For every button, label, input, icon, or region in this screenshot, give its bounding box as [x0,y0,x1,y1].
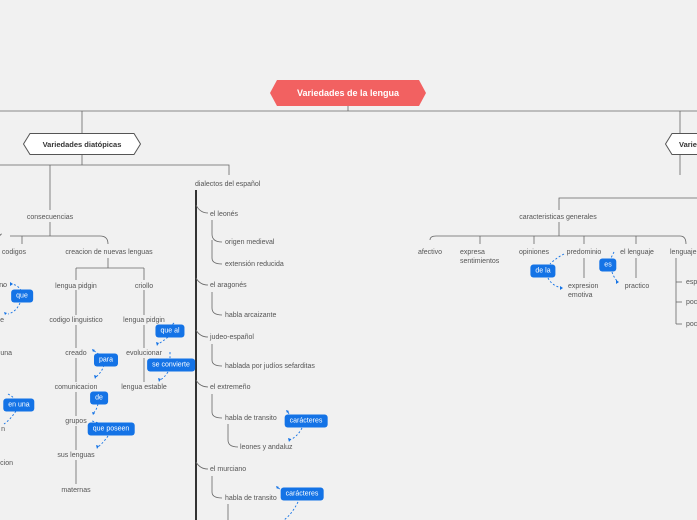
node-extension-reducida[interactable]: extensión reducida [225,261,284,268]
node-habla-transito-1[interactable]: habla de transito [225,415,277,422]
node-el-lenguaje[interactable]: el lenguaje [620,249,654,256]
node-habla-arcaizante[interactable]: habla arcaizante [225,312,277,319]
link-tag-se-convierte[interactable]: se convierte [147,358,195,372]
branch-node-right-label: Varie [665,133,697,155]
node-sus-lenguas[interactable]: sus lenguas [57,452,95,459]
node-lengua-pidgin[interactable]: lengua pidgin [55,283,97,290]
node-codigos-5[interactable]: cion [0,460,13,467]
root-node[interactable]: Variedades de la lengua [270,80,426,106]
node-hablada-sefarditas[interactable]: hablada por judíos sefarditas [225,363,315,370]
node-lengua-estable[interactable]: lengua estable [121,384,167,391]
node-habla-transito-2[interactable]: habla de transito [225,495,277,502]
node-dialectos[interactable]: dialectos del español [195,181,261,188]
link-tag-que-poseen[interactable]: que poseen [87,422,135,436]
node-evolucionar[interactable]: evolucionar [126,350,162,357]
root-node-shape [270,80,426,106]
link-tag-que[interactable]: que [11,289,33,303]
node-creacion-nuevas-lenguas[interactable]: creacion de nuevas lenguas [65,249,153,256]
node-codigos-3[interactable]: una [0,350,12,357]
node-grupos[interactable]: grupos [65,418,87,425]
node-afectivo[interactable]: afectivo [417,249,443,256]
link-tag-en-una[interactable]: en una [3,398,35,412]
node-aragones[interactable]: el aragonés [210,282,247,289]
node-consecuencias[interactable]: consecuencias [26,214,74,221]
node-predominio[interactable]: predominio [566,249,602,256]
link-tag-es[interactable]: es [599,258,617,272]
node-codigos-4[interactable]: n [1,426,5,433]
node-codigos-2[interactable]: e [0,317,4,324]
node-right-partial-2[interactable]: poc [686,299,697,306]
node-lenguaje[interactable]: lenguaje [670,249,697,256]
link-tag-que-al[interactable]: que al [155,324,185,338]
node-codigos-1[interactable]: no [0,282,7,289]
node-right-partial-1[interactable]: esp [686,279,697,286]
link-tag-de-la[interactable]: de la [530,264,556,278]
node-leones-andaluz[interactable]: leones y andaluz [240,444,293,451]
node-expresion-emotiva[interactable]: expresion emotiva [568,283,599,299]
node-judeo-espanol[interactable]: judeo-español [210,334,254,341]
node-leones[interactable]: el leonés [210,211,239,218]
branch-node-left-shape [23,133,141,155]
node-codigos[interactable]: codigos [1,249,27,256]
node-caracteristicas-generales[interactable]: caracteristicas generales [519,214,597,221]
link-tag-caracteres-2[interactable]: carácteres [280,487,324,501]
node-creado[interactable]: creado [65,350,87,357]
node-extremeno[interactable]: el extremeño [210,384,251,391]
branch-node-left[interactable]: Variedades diatópicas [23,133,141,155]
node-origen-medieval[interactable]: origen medieval [225,239,275,246]
node-codigo-linguistico[interactable]: codigo linguistico [49,317,103,324]
node-practico[interactable]: practico [624,283,650,290]
node-murciano[interactable]: el murciano [210,466,247,473]
link-tag-para[interactable]: para [93,353,119,367]
link-tag-caracteres-1[interactable]: carácteres [284,414,328,428]
link-tag-de[interactable]: de [90,391,108,405]
node-lengua-pidgin-2[interactable]: lengua pidgin [123,317,165,324]
root-node-label: Variedades de la lengua [296,88,400,98]
node-comunicacion[interactable]: comunicacion [54,384,98,391]
branch-node-left-label: Variedades diatópicas [42,139,122,149]
node-right-partial-3[interactable]: poc [686,321,697,328]
branch-node-right[interactable]: Varie [665,133,697,155]
node-criollo[interactable]: criollo [134,283,154,290]
branch-node-right-text: Varie [679,139,697,149]
node-maternas[interactable]: maternas [61,487,91,494]
node-expresa-sentimientos[interactable]: expresa sentimientos [460,249,500,265]
branch-node-right-shape [665,133,697,155]
node-opiniones[interactable]: opiniones [519,249,549,256]
